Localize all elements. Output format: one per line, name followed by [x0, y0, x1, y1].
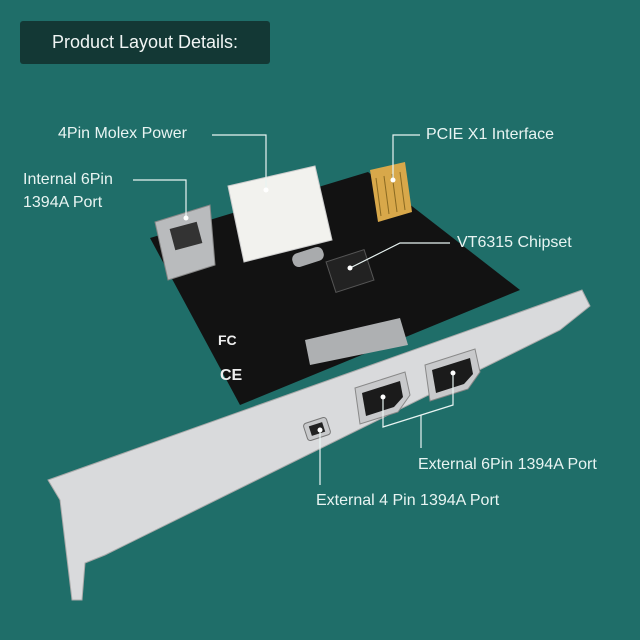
label-external-6pin: External 6Pin 1394A Port — [418, 456, 597, 473]
label-molex-power: 4Pin Molex Power — [58, 125, 187, 142]
label-internal-port-line2: 1394A Port — [23, 194, 103, 211]
label-pcie-interface: PCIE X1 Interface — [426, 126, 555, 143]
page-title: Product Layout Details: — [51, 32, 239, 52]
crystal — [292, 246, 324, 268]
molex-connector — [227, 165, 333, 263]
vt6315-chip — [325, 248, 375, 294]
label-internal-port-line1: Internal 6Pin — [23, 171, 113, 188]
svg-text:FC: FC — [218, 332, 237, 348]
leader-lines — [133, 134, 454, 485]
label-external-4pin: External 4 Pin 1394A Port — [316, 492, 500, 509]
title-banner: Product Layout Details: — [20, 21, 270, 64]
label-chipset: VT6315 Chipset — [457, 234, 572, 251]
pcie-gold-fingers — [370, 162, 412, 222]
external-4pin-port — [303, 417, 331, 441]
svg-text:CE: CE — [220, 367, 243, 384]
